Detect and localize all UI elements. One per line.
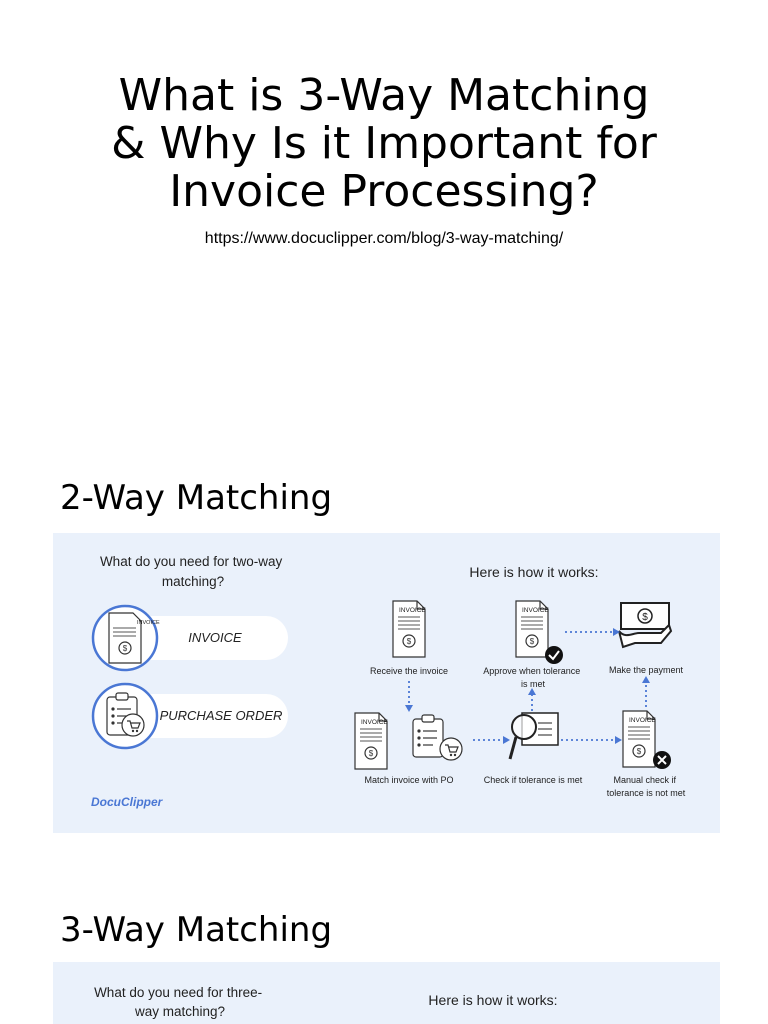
step-manual-line-1: Manual check if — [613, 775, 676, 785]
question-line-2: matching? — [162, 574, 224, 589]
payment-icon: $ — [618, 602, 673, 649]
match-po-icon — [412, 714, 463, 761]
approve-doc-label: INVOICE — [522, 607, 549, 614]
title-line-3: Invoice Processing? — [169, 166, 599, 217]
svg-text:$: $ — [642, 612, 648, 623]
step-pay: Make the payment — [609, 665, 684, 675]
magnifier-icon — [508, 712, 559, 760]
page-title: What is 3-Way Matching & Why Is it Impor… — [0, 72, 768, 216]
docuclipper-logo: DocuClipper — [91, 795, 164, 809]
step-receive: Receive the invoice — [370, 666, 448, 676]
source-url[interactable]: https://www.docuclipper.com/blog/3-way-m… — [204, 230, 564, 247]
question-line-1: What do you need for two-way — [100, 554, 283, 569]
step-check: Check if tolerance is met — [484, 775, 583, 785]
three-way-question: What do you need for three- way matching… — [94, 985, 266, 1019]
title-line-2: & Why Is it Important for — [111, 118, 657, 169]
two-way-question: What do you need for two-way matching? — [100, 554, 286, 589]
manual-doc-label: INVOICE — [629, 717, 656, 724]
step-approve-line-1: Approve when tolerance — [483, 666, 580, 676]
check-icon — [545, 646, 563, 664]
three-way-heading: 3-Way Matching — [60, 910, 333, 950]
three-question-line-2: way matching? — [134, 1004, 225, 1019]
item-invoice: INVOICE — [188, 630, 242, 645]
item-doc-label: INVOICE — [137, 620, 160, 626]
two-way-how-title: Here is how it works: — [469, 564, 598, 580]
two-way-diagram: $ What do you need for two-way matchin — [53, 533, 720, 833]
three-way-diagram: What do you need for three- way matching… — [53, 962, 720, 1024]
svg-text:$: $ — [123, 644, 128, 653]
flow-arrows — [408, 631, 647, 741]
receive-doc-label: INVOICE — [399, 607, 426, 614]
step-approve-line-2: is met — [521, 679, 546, 689]
match-doc-label: INVOICE — [361, 719, 388, 726]
invoice-icon: $ — [108, 612, 142, 664]
two-way-heading: 2-Way Matching — [60, 478, 333, 518]
title-line-1: What is 3-Way Matching — [118, 70, 650, 121]
three-question-line-1: What do you need for three- — [94, 985, 262, 1000]
step-manual: Manual check if tolerance is not met — [607, 775, 686, 798]
step-manual-line-2: tolerance is not met — [607, 788, 686, 798]
step-approve: Approve when tolerance is met — [483, 666, 583, 689]
step-match: Match invoice with PO — [364, 775, 453, 785]
three-way-how-title: Here is how it works: — [428, 992, 557, 1008]
item-purchase-order: PURCHASE ORDER — [160, 708, 283, 723]
